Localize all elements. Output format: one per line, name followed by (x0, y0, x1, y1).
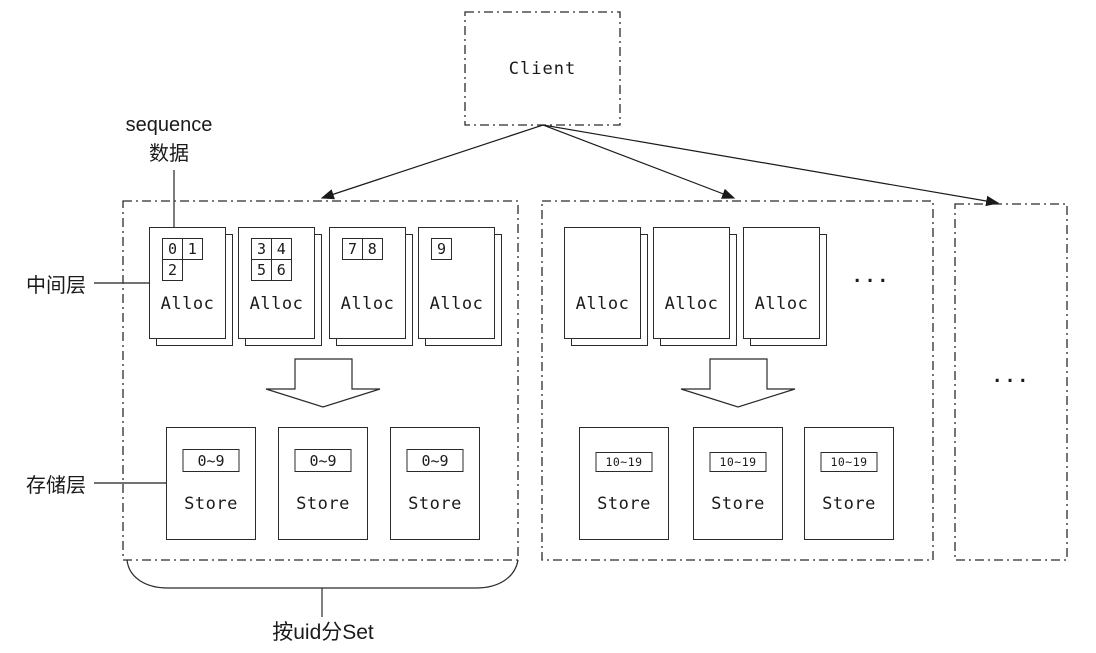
alloc-node-1-2: Alloc (743, 227, 827, 346)
alloc-page: 7 8 Alloc (329, 227, 406, 339)
cell-row: 9 (431, 238, 452, 260)
alloc-page: 3 4 5 6 Alloc (238, 227, 315, 339)
sequence-cell: 7 (342, 238, 363, 260)
alloc-node-1-0: Alloc (564, 227, 648, 346)
sequence-cells: 7 8 (342, 238, 383, 260)
alloc-label: Alloc (340, 294, 395, 314)
range-badge: 10~19 (820, 452, 878, 472)
alloc-node-0-1: 3 4 5 6 Alloc (238, 227, 322, 346)
range-badge: 0~9 (182, 449, 240, 472)
store-node-1-0: 10~19 Store (579, 427, 669, 540)
store-node-1-2: 10~19 Store (804, 427, 894, 540)
sequence-cell: 5 (251, 258, 272, 281)
store-node-0-2: 0~9 Store (390, 427, 480, 540)
down-block-arrow-set1 (680, 358, 796, 408)
more-sets-ellipsis: ... (991, 366, 1031, 387)
set-group-2-border (954, 203, 1068, 561)
store-node-0-1: 0~9 Store (278, 427, 368, 540)
storage-layer-label: 存储层 (26, 475, 86, 497)
store-label: Store (296, 494, 350, 514)
cell-row: 2 (162, 258, 203, 281)
alloc-node-1-1: Alloc (653, 227, 737, 346)
sequence-cell: 3 (251, 238, 272, 260)
sequence-data-label-line1: sequence (125, 114, 213, 136)
cell-row: 7 8 (342, 238, 383, 260)
set-partition-label: 按uid分Set (272, 621, 374, 644)
range-badge: 10~19 (595, 452, 653, 472)
set-partition-brace (126, 559, 519, 589)
set-group-0-border (122, 200, 519, 561)
sequence-data-label-line2: 数据 (149, 143, 189, 165)
alloc-label: Alloc (754, 294, 809, 314)
middle-layer-label: 中间层 (26, 275, 86, 297)
sequence-data-label: sequence 数据 (103, 111, 235, 169)
alloc-label: Alloc (249, 294, 304, 314)
more-allocs-ellipsis: ... (851, 266, 891, 287)
store-label: Store (408, 494, 462, 514)
range-badge: 0~9 (294, 449, 352, 472)
sequence-cell: 4 (270, 238, 292, 260)
range-badge: 0~9 (406, 449, 464, 472)
sequence-cell: 9 (431, 238, 452, 260)
store-label: Store (597, 494, 651, 514)
sequence-cell: 1 (181, 238, 203, 260)
sequence-cell: 8 (361, 238, 383, 260)
alloc-node-0-2: 7 8 Alloc (329, 227, 413, 346)
range-badge: 10~19 (709, 452, 767, 472)
store-label: Store (184, 494, 238, 514)
cell-row: 5 6 (251, 258, 292, 281)
store-label: Store (822, 494, 876, 514)
sequence-cell: 2 (162, 258, 183, 281)
sequence-cell: 0 (162, 238, 183, 260)
client-to-set2-arrow (542, 124, 1000, 207)
alloc-label: Alloc (160, 294, 215, 314)
sequence-cells: 9 (431, 238, 452, 260)
alloc-page: Alloc (564, 227, 641, 339)
store-node-1-1: 10~19 Store (693, 427, 783, 540)
store-node-0-0: 0~9 Store (166, 427, 256, 540)
alloc-page: 9 Alloc (418, 227, 495, 339)
alloc-page: Alloc (743, 227, 820, 339)
alloc-label: Alloc (429, 294, 484, 314)
alloc-node-0-3: 9 Alloc (418, 227, 502, 346)
client-to-set1-arrow (542, 124, 736, 199)
cell-row: 0 1 (162, 238, 203, 260)
alloc-page: 0 1 2 Alloc (149, 227, 226, 339)
alloc-label: Alloc (575, 294, 630, 314)
client-to-set0-arrow (320, 124, 544, 200)
client-node: Client (508, 58, 577, 79)
sequence-cells: 0 1 2 (162, 238, 203, 281)
cell-row: 3 4 (251, 238, 292, 260)
set-group-1-border (541, 200, 934, 561)
down-block-arrow-set0 (265, 358, 381, 408)
sequence-cells: 3 4 5 6 (251, 238, 292, 281)
alloc-label: Alloc (664, 294, 719, 314)
alloc-page: Alloc (653, 227, 730, 339)
store-label: Store (711, 494, 765, 514)
alloc-node-0-0: 0 1 2 Alloc (149, 227, 233, 346)
sequence-cell: 6 (270, 258, 292, 281)
